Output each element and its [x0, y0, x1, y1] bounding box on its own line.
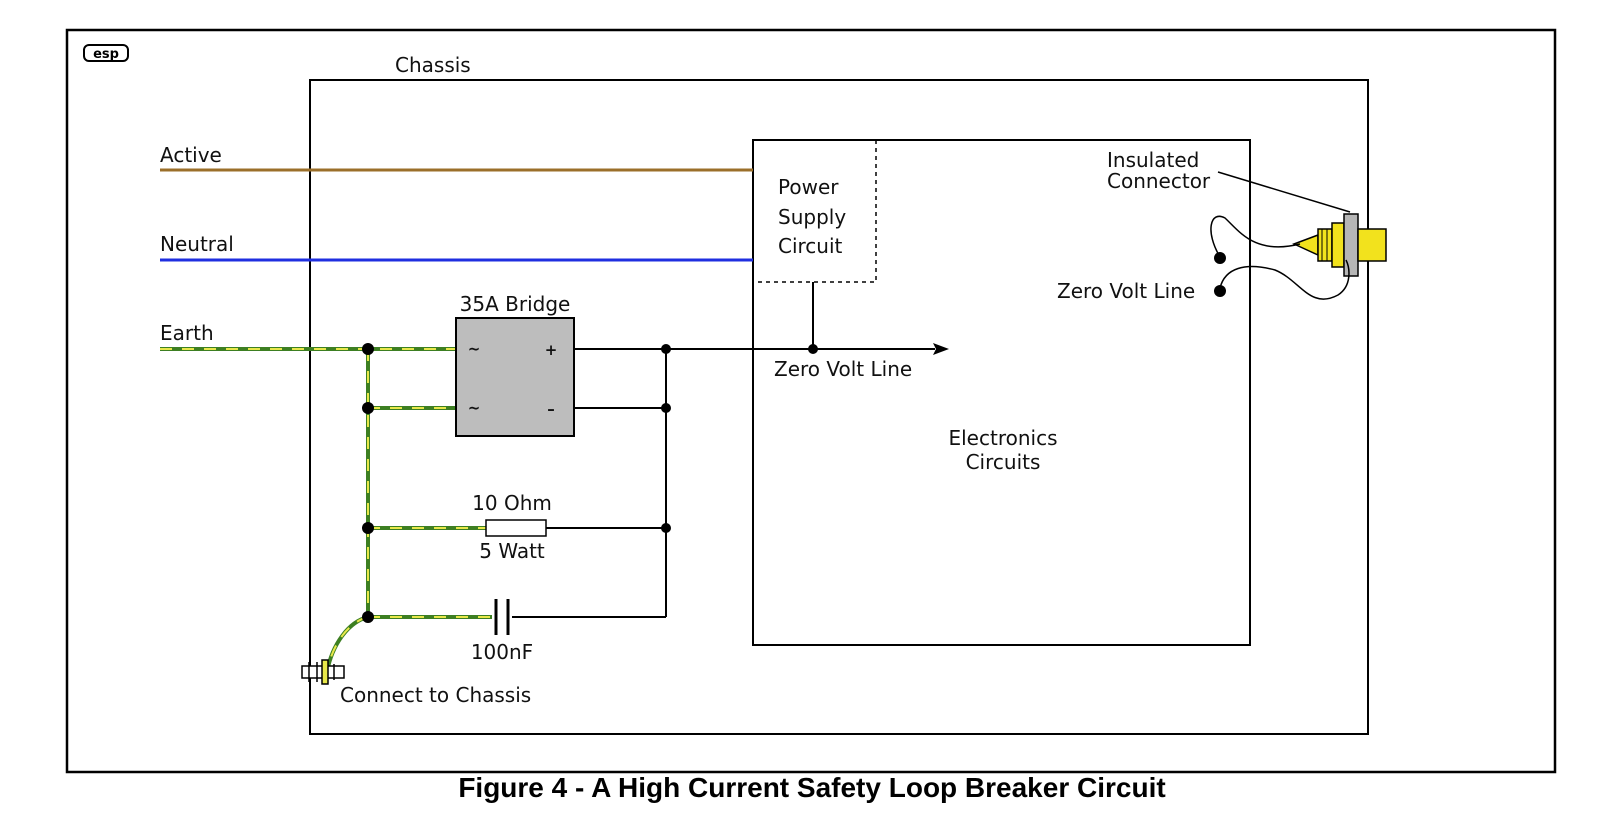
electronics-box — [752, 139, 1251, 646]
junction-dots — [362, 343, 818, 623]
zero-volt-line-label: Zero Volt Line — [774, 357, 912, 381]
chassis-label: Chassis — [395, 53, 471, 77]
esp-logo: esp — [83, 44, 129, 62]
insulated-label-1: Insulated — [1107, 148, 1199, 172]
connector-terminal-bottom — [1214, 285, 1226, 297]
zero-volt-line-connector-label: Zero Volt Line — [1057, 279, 1195, 303]
insulated-pointer — [1217, 171, 1351, 213]
resistor — [485, 519, 547, 537]
capacitor — [494, 599, 510, 635]
bridge-rectifier — [455, 317, 575, 437]
insulated-label-2: Connector — [1107, 169, 1211, 193]
connect-chassis-label: Connect to Chassis — [340, 683, 531, 707]
electronics-label-1: Electronics — [948, 426, 1057, 450]
bridge-label: 35A Bridge — [460, 292, 571, 316]
electronics-label-2: Circuits — [966, 450, 1041, 474]
svg-text:esp: esp — [93, 47, 119, 62]
chassis-lug — [301, 659, 345, 685]
power-supply-box — [753, 140, 877, 283]
connector-leads — [1210, 215, 1350, 300]
bridge-ac-bottom: ~ — [468, 399, 481, 417]
earth-label: Earth — [160, 321, 214, 345]
bridge-minus: – — [547, 400, 555, 418]
bridge-ac-top: ~ — [468, 340, 481, 358]
connector-terminal-top — [1214, 252, 1226, 264]
resistor-power-label: 5 Watt — [479, 539, 545, 563]
insulated-connector — [1292, 213, 1387, 277]
power-supply-label-2: Supply — [778, 205, 846, 229]
figure-frame — [65, 28, 1557, 774]
figure-caption: Figure 4 - A High Current Safety Loop Br… — [458, 772, 1166, 803]
power-supply-label-1: Power — [778, 175, 839, 199]
capacitor-value-label: 100nF — [471, 640, 533, 664]
resistor-value-label: 10 Ohm — [472, 491, 552, 515]
arrow-head — [933, 343, 949, 355]
neutral-label: Neutral — [160, 232, 234, 256]
chassis-box — [309, 79, 1369, 735]
power-supply-label-3: Circuit — [778, 234, 843, 258]
active-label: Active — [160, 143, 222, 167]
bridge-plus: + — [545, 341, 558, 359]
signal-wiring — [512, 282, 935, 618]
